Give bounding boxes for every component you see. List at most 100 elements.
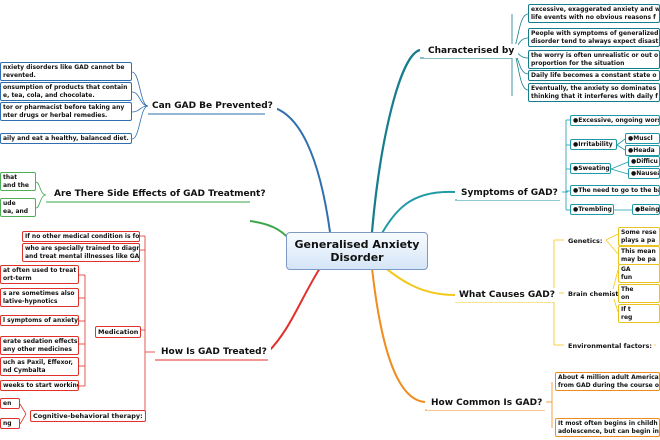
leaf-text: revented. <box>3 71 36 79</box>
side-effects-item-1[interactable]: that and the <box>0 172 36 191</box>
leaf-text: e, tea, cola, and chocolate. <box>3 91 95 99</box>
symptom-irritability[interactable]: ●Irritability <box>570 139 617 150</box>
leaf-text: any other medicines <box>3 345 72 353</box>
leaf-text: If t <box>621 306 631 313</box>
leaf-text: excessive, exaggerated anxiety and w <box>531 6 660 13</box>
branch-treated[interactable]: How Is GAD Treated? <box>157 345 271 359</box>
leaf-text: onsumption of products that contain <box>3 84 128 91</box>
leaf-text: About 4 million adult America <box>558 374 659 381</box>
leaf-text: adolescence, but can begin in <box>558 427 659 435</box>
connector-treated <box>267 267 321 353</box>
branch-side-effects[interactable]: Are There Side Effects of GAD Treatment? <box>50 187 270 201</box>
cbt-item-1[interactable]: en <box>0 398 20 409</box>
leaf-text: may be pa <box>621 255 656 263</box>
treated-cbt[interactable]: Cognitive-behavioral therapy: <box>30 410 146 422</box>
symptom-headache[interactable]: ●Heada <box>625 145 660 156</box>
causes-brain[interactable]: Brain chemistry: <box>566 289 631 299</box>
prevented-item-4[interactable]: aily and eat a healthy, balanced diet. <box>0 133 132 144</box>
leaf-text: nd Cymbalta <box>3 366 46 374</box>
symptom-sweating[interactable]: ●Sweating <box>570 163 611 174</box>
symptom-worry[interactable]: ●Excessive, ongoing wors <box>570 115 660 126</box>
leaf-text: It most often begins in childh <box>558 420 658 427</box>
medication-item-3[interactable]: l symptoms of anxiety <box>0 315 79 326</box>
leaf-text: disorder tend to always expect disast <box>531 37 659 45</box>
brain-item-2[interactable]: The on <box>618 284 660 303</box>
leaf-text: on <box>621 293 630 301</box>
leaf-text: erate sedation effects <box>3 338 78 345</box>
leaf-text: ude <box>3 200 16 207</box>
leaf-text: fun <box>621 273 633 281</box>
characterised-item-4[interactable]: Daily life becomes a constant state o <box>528 70 660 81</box>
leaf-text: tor or pharmacist before taking any <box>3 104 125 111</box>
leaf-text: from GAD during the course o <box>558 381 659 389</box>
characterised-item-2[interactable]: People with symptoms of generalized diso… <box>528 28 660 47</box>
leaf-text: who are specially trained to diagnose <box>25 245 140 252</box>
medication-item-5[interactable]: uch as Paxil, Effexor, nd Cymbalta <box>0 357 79 376</box>
leaf-text: s are sometimes also <box>3 290 75 297</box>
leaf-text: ea, and <box>3 207 29 215</box>
characterised-item-5[interactable]: Eventually, the anxiety so dominates thi… <box>528 83 660 102</box>
leaf-text: lative-hypnotics <box>3 297 58 305</box>
leaf-text: proportion for the situation <box>531 59 625 67</box>
leaf-text: thinking that it interferes with daily f <box>531 92 658 100</box>
symptom-muscle[interactable]: ●Muscl <box>625 133 660 144</box>
prevented-item-3[interactable]: tor or pharmacist before taking any nter… <box>0 102 132 121</box>
leaf-text: reg <box>621 313 633 321</box>
side-effects-item-2[interactable]: ude ea, and <box>0 198 36 217</box>
leaf-text: and treat mental illnesses like GAD <box>25 252 140 260</box>
treated-item-1[interactable]: If no other medical condition is found <box>22 231 140 242</box>
central-title-line2: Disorder <box>330 251 384 264</box>
causes-genetics[interactable]: Genetics: <box>566 236 605 246</box>
medication-item-1[interactable]: at often used to treat ort-term <box>0 265 79 284</box>
leaf-text: Some rese <box>621 229 657 236</box>
leaf-text: ort-term <box>3 274 32 282</box>
characterised-item-1[interactable]: excessive, exaggerated anxiety and w lif… <box>528 4 660 23</box>
symptom-difficulty[interactable]: ●Difficu <box>628 156 660 167</box>
leaf-text: GA <box>621 266 631 273</box>
branch-characterised[interactable]: Characterised by <box>424 44 519 58</box>
connector-characterised <box>370 48 421 233</box>
leaf-text: People with symptoms of generalized <box>531 30 659 37</box>
medication-item-2[interactable]: s are sometimes also lative-hypnotics <box>0 288 79 307</box>
prevented-item-2[interactable]: onsumption of products that contain e, t… <box>0 82 132 101</box>
leaf-text: that <box>3 174 18 181</box>
leaf-text: uch as Paxil, Effexor, <box>3 359 73 366</box>
symptom-bathroom[interactable]: ●The need to go to the ba <box>570 185 660 196</box>
cbt-item-2[interactable]: ng <box>0 418 20 429</box>
leaf-text: nxiety disorders like GAD cannot be <box>3 64 125 71</box>
leaf-text: life events with no obvious reasons f <box>531 13 656 21</box>
leaf-text: plays a pa <box>621 236 656 244</box>
connector-prevented <box>264 105 331 233</box>
symptom-nausea[interactable]: ●Nausea <box>628 168 660 179</box>
leaf-text: nter drugs or herbal remedies. <box>3 111 108 119</box>
connector-symptoms <box>377 190 456 241</box>
prevented-item-1[interactable]: nxiety disorders like GAD cannot be reve… <box>0 62 132 81</box>
central-topic[interactable]: Generalised Anxiety Disorder <box>286 232 428 270</box>
brain-item-1[interactable]: GA fun <box>618 264 660 283</box>
genetics-item-2[interactable]: This mean may be pa <box>618 246 660 265</box>
brain-item-3[interactable]: If t reg <box>618 304 660 323</box>
leaf-text: and the <box>3 181 29 189</box>
branch-causes[interactable]: What Causes GAD? <box>455 288 559 302</box>
medication-item-6[interactable]: weeks to start working <box>0 380 79 391</box>
branch-symptoms[interactable]: Symptoms of GAD? <box>457 186 562 200</box>
medication-item-4[interactable]: erate sedation effects any other medicin… <box>0 336 79 355</box>
symptom-being[interactable]: ●Being <box>632 204 660 215</box>
leaf-text: the worry is often unrealistic or out o <box>531 52 659 59</box>
genetics-item-1[interactable]: Some rese plays a pa <box>618 227 660 246</box>
leaf-text: This mean <box>621 248 656 255</box>
symptom-trembling[interactable]: ●Trembling <box>570 204 614 215</box>
characterised-item-3[interactable]: the worry is often unrealistic or out o … <box>528 50 660 69</box>
treated-item-2[interactable]: who are specially trained to diagnose an… <box>22 243 140 262</box>
common-item-1[interactable]: About 4 million adult America from GAD d… <box>555 372 660 391</box>
connector-common <box>371 267 426 403</box>
leaf-text: at often used to treat <box>3 267 77 274</box>
central-title-line1: Generalised Anxiety <box>294 238 420 251</box>
leaf-text: Daily life becomes a constant state o <box>531 72 657 79</box>
common-item-2[interactable]: It most often begins in childh adolescen… <box>555 418 660 437</box>
branch-prevented[interactable]: Can GAD Be Prevented? <box>148 99 277 113</box>
treated-medication[interactable]: Medication <box>95 326 142 338</box>
branch-common[interactable]: How Common Is GAD? <box>427 396 547 410</box>
leaf-text: The <box>621 286 634 293</box>
causes-environmental[interactable]: Environmental factors: <box>566 341 654 351</box>
